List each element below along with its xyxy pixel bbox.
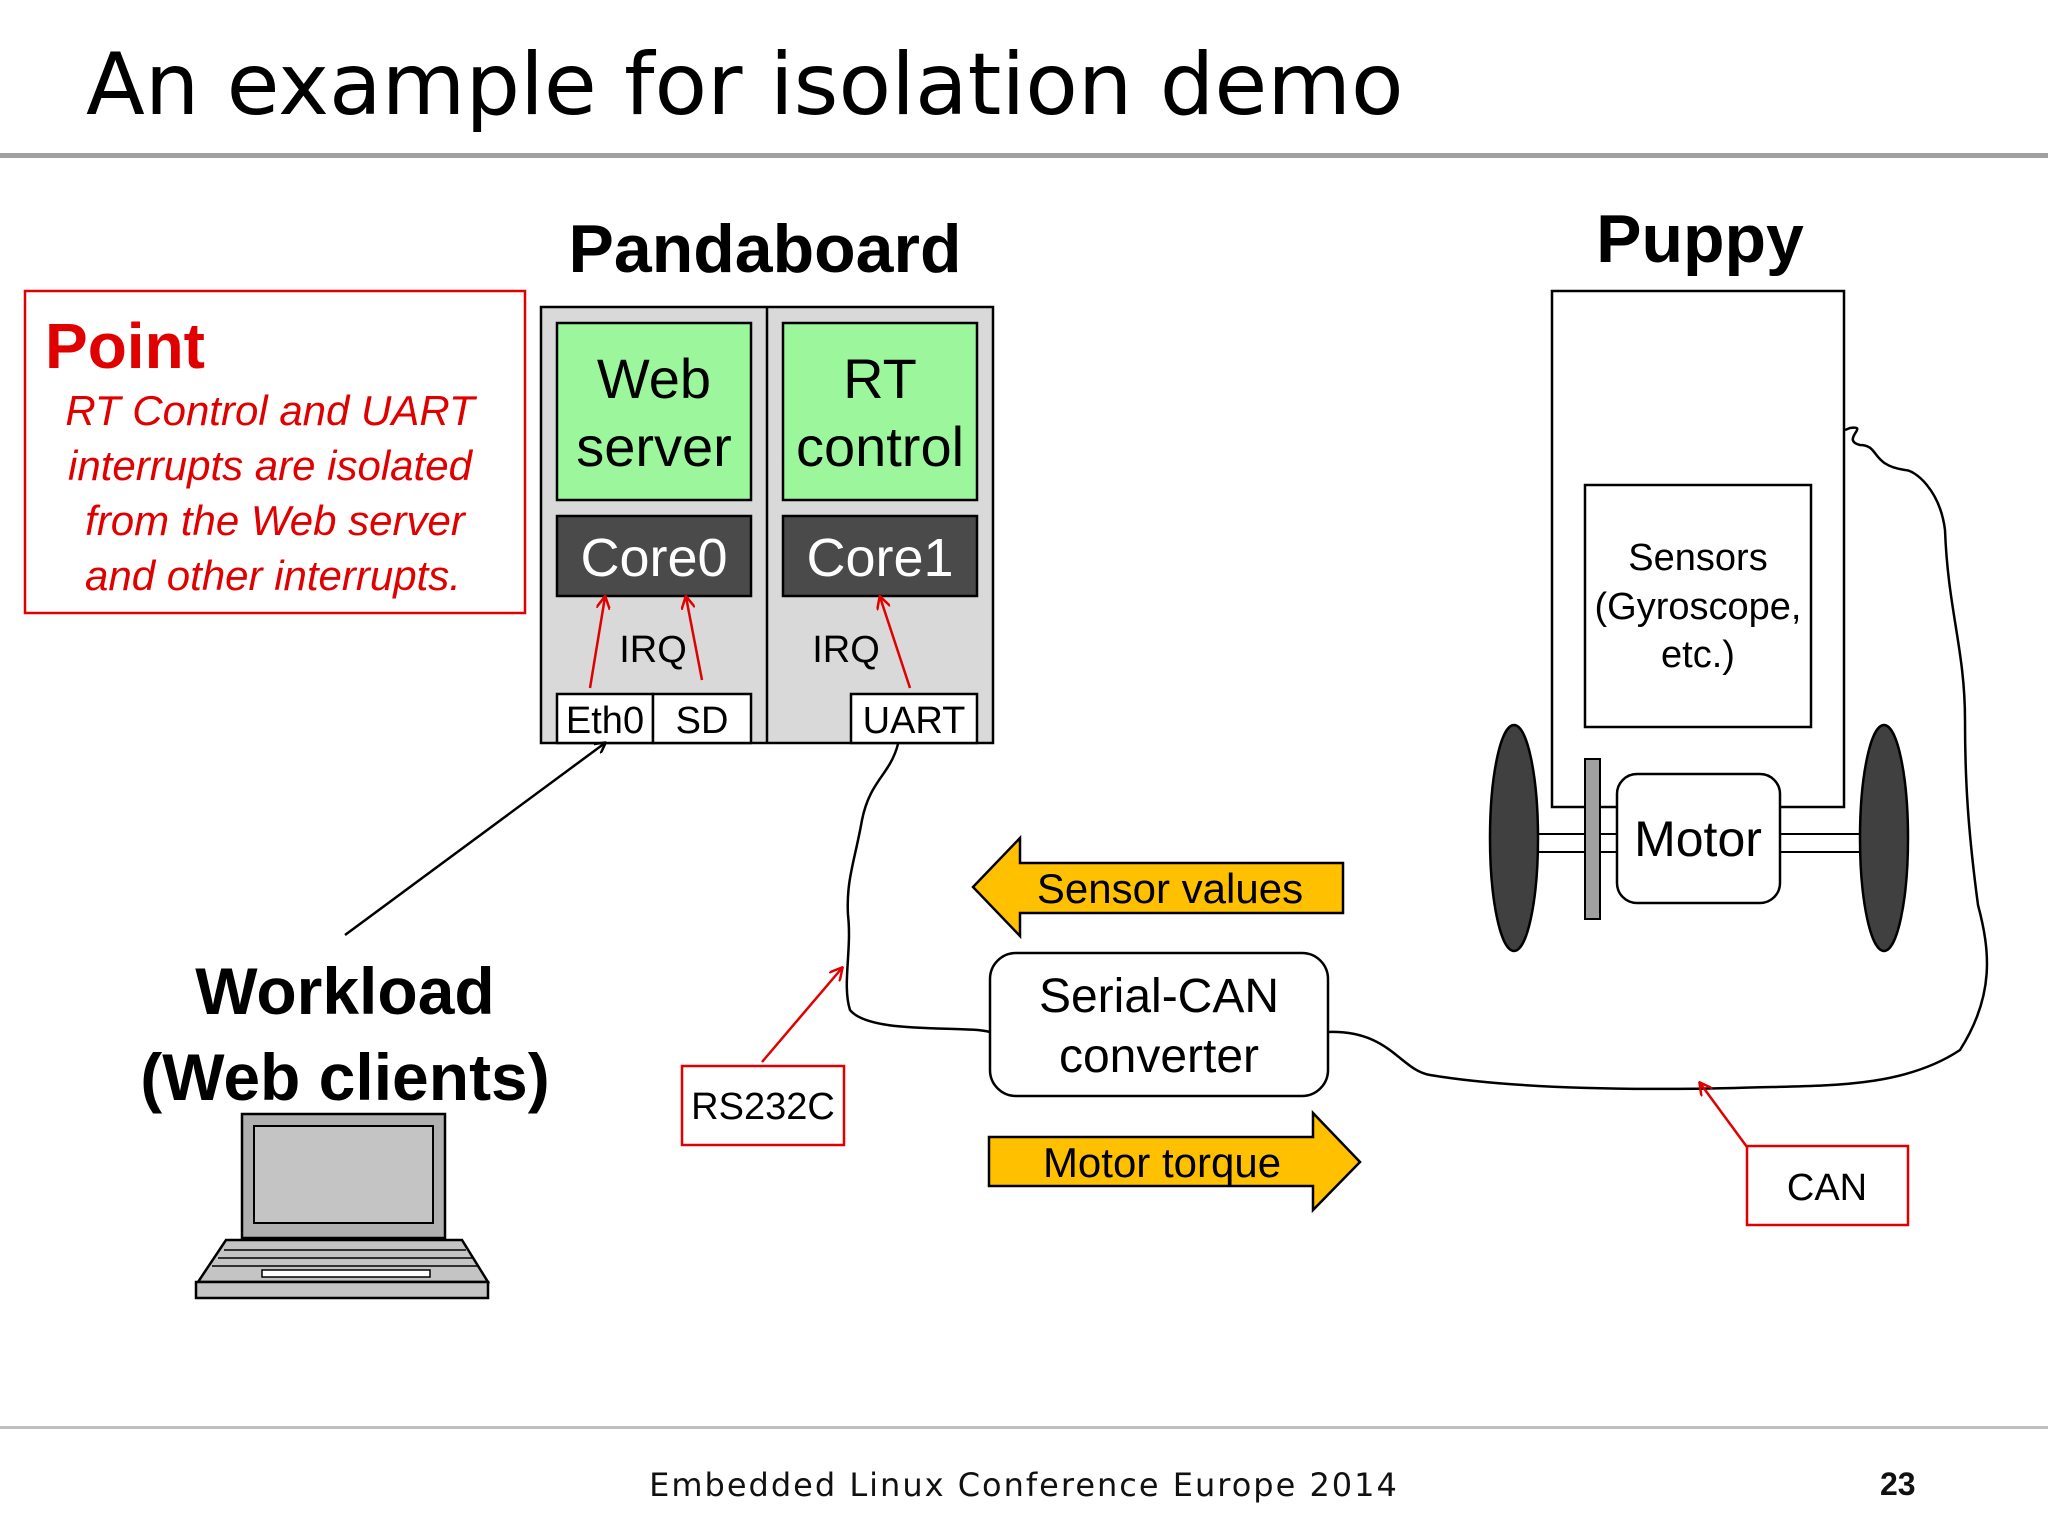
can-cable xyxy=(1327,426,1989,1091)
motor-box xyxy=(1615,772,1782,905)
irq-arrow-eth0 xyxy=(588,597,605,689)
puppy-title: Puppy xyxy=(1596,201,1804,277)
sd-label: SD xyxy=(676,700,729,742)
point-box: Point RT Control and UART interrupts are… xyxy=(23,289,527,615)
converter-line-2: converter xyxy=(1059,1030,1259,1083)
footer-text: Embedded Linux Conference Europe 2014 xyxy=(649,1466,1399,1504)
sensors-box xyxy=(1583,483,1813,729)
point-line-3: from the Web server xyxy=(85,497,467,544)
point-line-4: and other interrupts. xyxy=(85,552,461,599)
motor-torque-shape xyxy=(987,1109,1362,1214)
core1-label: Core1 xyxy=(806,528,953,588)
irq-label-left: IRQ xyxy=(619,629,687,671)
uart-label: UART xyxy=(863,700,966,742)
right-wheel xyxy=(1858,723,1910,953)
sd-port xyxy=(651,692,753,745)
eth0-port xyxy=(555,692,655,745)
web-server-box xyxy=(555,321,753,502)
workload: Workload (Web clients) xyxy=(140,743,605,1300)
sensors-line-1: Sensors xyxy=(1628,537,1767,579)
web-server-line-1: Web xyxy=(597,347,711,410)
workload-line-1: Workload xyxy=(195,954,494,1028)
sensors-line-2: (Gyroscope, xyxy=(1595,586,1802,628)
core0-box xyxy=(555,514,753,598)
converter-line-1: Serial-CAN xyxy=(1039,970,1279,1023)
sensor-values-arrow: Sensor values xyxy=(971,834,1345,940)
can-pointer xyxy=(1700,1083,1749,1148)
core0-label: Core0 xyxy=(580,528,727,588)
irq-arrow-uart xyxy=(880,597,912,689)
can-callout: CAN xyxy=(1700,1083,1910,1227)
sensors-line-3: etc.) xyxy=(1661,634,1735,676)
pandaboard-title: Pandaboard xyxy=(569,211,962,287)
point-line-1: RT Control and UART xyxy=(65,387,478,434)
pandaboard: Pandaboard Web server RT control Core0 C… xyxy=(539,211,995,745)
point-heading: Point xyxy=(45,310,205,382)
rt-control-line-2: control xyxy=(796,415,964,478)
laptop-icon xyxy=(194,1112,491,1300)
page-number: 23 xyxy=(1880,1466,1916,1502)
rt-control-box xyxy=(781,321,979,502)
workload-arrow xyxy=(344,743,605,937)
converter-box xyxy=(988,951,1330,1098)
footer-divider xyxy=(0,1426,2048,1429)
motor-torque-arrow: Motor torque xyxy=(987,1109,1362,1214)
irq-label-right: IRQ xyxy=(812,629,880,671)
motor-torque-label: Motor torque xyxy=(1043,1139,1281,1186)
sensor-values-label: Sensor values xyxy=(1037,865,1303,912)
rs232c-cable xyxy=(845,743,991,1034)
axle-plate xyxy=(1584,758,1601,920)
web-server-line-2: server xyxy=(576,415,732,478)
motor-label: Motor xyxy=(1634,811,1762,867)
rt-control-line-1: RT xyxy=(843,347,917,410)
workload-line-2: (Web clients) xyxy=(140,1040,550,1114)
irq-arrow-sd xyxy=(686,597,704,681)
eth0-label: Eth0 xyxy=(566,700,644,742)
serial-can-converter: Serial-CAN converter xyxy=(988,951,1330,1098)
can-label: CAN xyxy=(1787,1167,1867,1209)
puppy: Puppy Sensors (Gyroscope, etc.) Motor xyxy=(1488,201,1910,953)
rs232c-box xyxy=(680,1064,846,1147)
point-box-frame xyxy=(23,289,527,615)
sensor-values-shape xyxy=(971,834,1345,940)
left-wheel xyxy=(1488,723,1540,953)
slide-title: An example for isolation demo xyxy=(86,35,1404,135)
rs232c-callout: RS232C xyxy=(680,968,846,1147)
rs232c-label: RS232C xyxy=(691,1086,835,1128)
uart-port xyxy=(849,692,979,745)
rs232c-pointer xyxy=(761,968,842,1063)
title-divider xyxy=(0,153,2048,158)
point-line-2: interrupts are isolated xyxy=(68,442,474,489)
can-box xyxy=(1745,1144,1910,1227)
